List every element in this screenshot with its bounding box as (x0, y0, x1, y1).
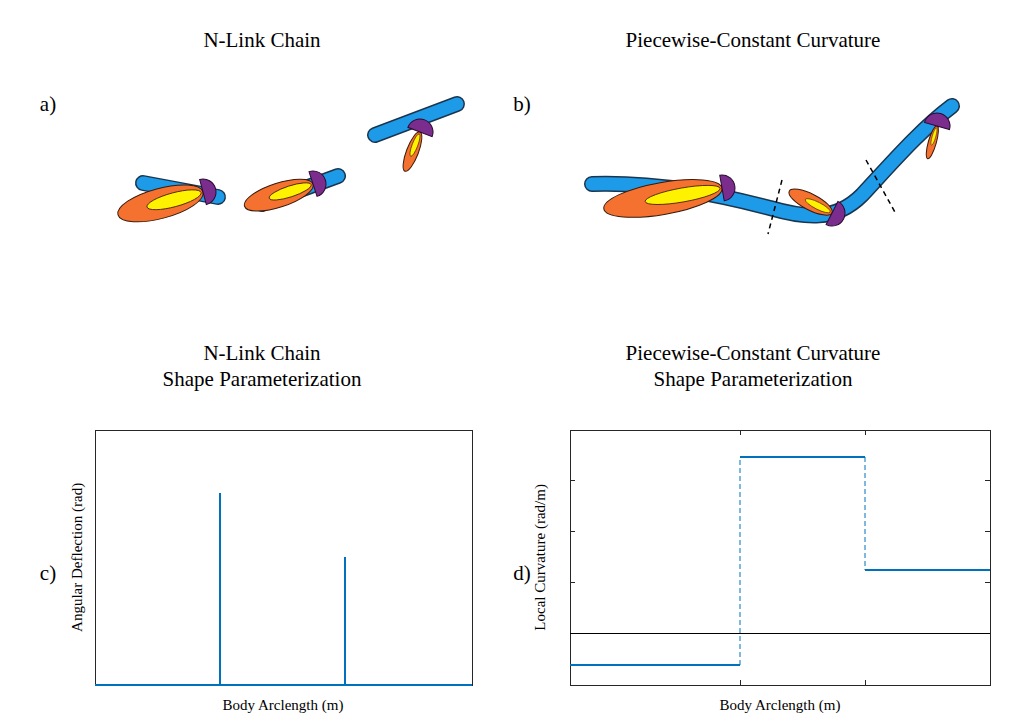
panel-letter: b) (513, 91, 531, 117)
axis-label: Body Arclength (m) (223, 696, 344, 715)
thruster (114, 174, 219, 229)
curvature-jump (740, 457, 865, 665)
thruster (915, 110, 953, 162)
axis-label: Angular Deflection (rad) (69, 482, 88, 631)
thruster (393, 115, 437, 176)
thruster (601, 170, 738, 225)
panel-title: N-Link Chain Shape Parameterization (146, 340, 378, 393)
panel-title: Piecewise-Constant Curvature (626, 27, 881, 53)
panel-letter: c) (40, 560, 56, 586)
line-inset (336, 340, 378, 360)
panel-title: N-Link Chain (203, 27, 320, 53)
curvature-data (570, 457, 990, 665)
thruster (783, 180, 849, 231)
plot-frame (571, 431, 991, 686)
plot-frame (96, 431, 473, 686)
line-inset (146, 340, 188, 360)
axis-label: Body Arclength (m) (720, 696, 841, 715)
deflection-data (95, 493, 472, 685)
thruster (241, 168, 330, 219)
continuous-body (592, 106, 952, 216)
panel-letter: d) (513, 560, 531, 586)
zero-line (570, 633, 990, 634)
panel-letter: a) (40, 91, 56, 117)
segment-divider (768, 160, 896, 234)
panel-title: Piecewise-Constant Curvature Shape Param… (608, 340, 898, 393)
axis-ticks (570, 430, 990, 685)
axis-label: Local Curvature (rad/m) (531, 484, 550, 631)
